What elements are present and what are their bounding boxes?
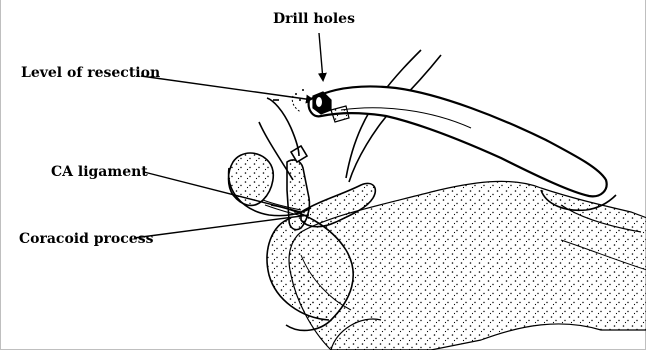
drill-holes-arrow <box>319 33 323 80</box>
drill-hole-inner <box>316 97 322 107</box>
resection-arrow <box>141 76 313 100</box>
clavicle <box>292 87 606 197</box>
